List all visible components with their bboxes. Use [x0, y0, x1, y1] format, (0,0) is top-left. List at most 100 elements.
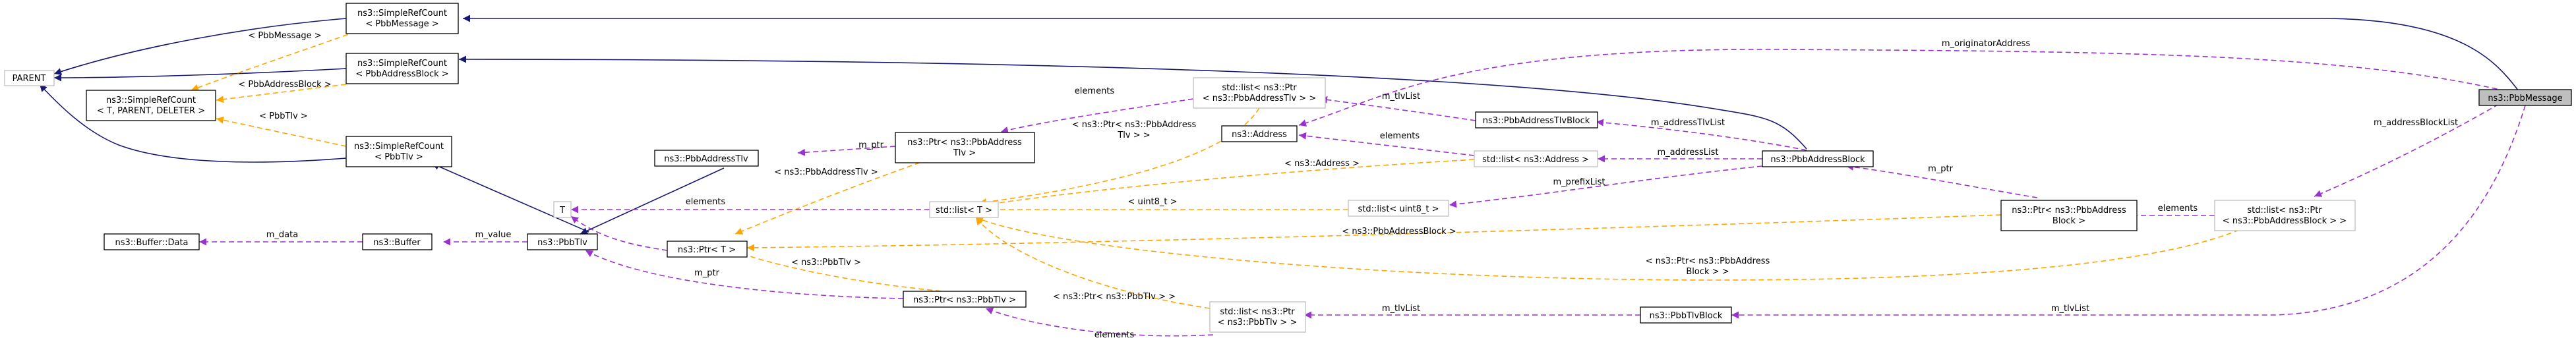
- edge-label-list-ptr-tlv: < ns3::Ptr< ns3::PbbTlv > >: [1053, 292, 1176, 302]
- edge-label-m-ptr-addrtlv: m_ptr: [858, 140, 884, 150]
- text-line: < ns3::PbbAddressBlock > >: [2223, 216, 2347, 226]
- edge-use-m-addressblocklist: [2314, 103, 2500, 197]
- edge-use-m-tlvlist-addr: [1319, 96, 1476, 121]
- node-ptr-pbbtlv[interactable]: ns3::Ptr< ns3::PbbTlv >: [903, 291, 1027, 308]
- text-line: ns3::Ptr< ns3::PbbAddress: [2012, 206, 2126, 215]
- edge-tmpl-pbbaddressblock: [216, 84, 347, 103]
- text-line: ns3::Ptr< T >: [678, 245, 736, 255]
- text-line: m_value: [475, 230, 512, 240]
- text-line: Block >: [2052, 216, 2085, 226]
- text-line: m_prefixList: [1553, 177, 1605, 187]
- edge-label-m-ptr-block: m_ptr: [1928, 164, 1954, 174]
- node-address[interactable]: ns3::Address: [1221, 125, 1298, 142]
- node-pbbmessage[interactable]: ns3::PbbMessage: [2478, 89, 2572, 106]
- text-line: < ns3::Ptr< ns3::PbbTlv > >: [1053, 292, 1176, 302]
- svg-text:std::list< ns3::Ptr< ns3::PbbA: std::list< ns3::Ptr< ns3::PbbAddressTlv …: [1203, 83, 1316, 103]
- text-line: < ns3::PbbAddressBlock >: [1342, 227, 1456, 237]
- edge-label-m-originatoraddress: m_originatorAddress: [1942, 39, 2031, 49]
- svg-text:ns3::SimpleRefCount< PbbMessag: ns3::SimpleRefCount< PbbMessage >: [357, 9, 447, 29]
- edge-label-pbbtlv: < PbbTlv >: [259, 111, 308, 121]
- svg-text:std::list< ns3::Ptr< ns3::PbbT: std::list< ns3::Ptr< ns3::PbbTlv > >: [1218, 307, 1298, 328]
- svg-text:ns3::PbbAddressTlv: ns3::PbbAddressTlv: [664, 154, 748, 164]
- text-line: ns3::SimpleRefCount: [106, 96, 196, 105]
- edge-use-m-originatoraddress: [1298, 49, 2506, 127]
- edge-label-m-value: m_value: [475, 230, 512, 240]
- text-line: ns3::SimpleRefCount: [357, 9, 447, 18]
- text-line: m_tlvList: [2051, 304, 2089, 314]
- text-line: ns3::Address: [1232, 130, 1287, 140]
- node-pbbtlv[interactable]: ns3::PbbTlv: [527, 233, 598, 250]
- text-line: ns3::PbbMessage: [2488, 94, 2562, 103]
- edge-use-list-ptr-addrtlv: [1000, 98, 1194, 134]
- node-parent[interactable]: PARENT: [4, 70, 55, 86]
- text-line: m_ptr: [694, 268, 720, 278]
- edge-src-pbbtlv-to-parent: [39, 84, 347, 163]
- text-line: std::list< ns3::Ptr: [1220, 307, 1295, 317]
- edge-label-elements-tlv: elements: [1094, 330, 1135, 340]
- text-line: < ns3::Address >: [1284, 159, 1360, 169]
- svg-text:ns3::Buffer::Data: ns3::Buffer::Data: [115, 238, 188, 248]
- svg-text:ns3::PbbTlvBlock: ns3::PbbTlvBlock: [1650, 311, 1723, 321]
- text-line: ns3::Ptr< ns3::PbbAddress: [907, 138, 1022, 148]
- edge-label-elements-addrtlv: elements: [1075, 86, 1115, 96]
- node-pbbaddresstlvblock[interactable]: ns3::PbbAddressTlvBlock: [1475, 111, 1598, 129]
- edge-tmpl-ptr-pbbaddressblock: [746, 214, 2002, 252]
- text-line: ns3::PbbAddressBlock: [1770, 155, 1865, 165]
- edge-src-pbbaddressblock-to-parent: [53, 68, 347, 82]
- edge-tmpl-ptr-pbbtlv: [731, 249, 950, 293]
- text-line: < uint8_t >: [1127, 197, 1177, 207]
- edge-label-m-tlvlist-block: m_tlvList: [1382, 304, 1420, 314]
- node-pbbaddresstlv[interactable]: ns3::PbbAddressTlv: [654, 150, 759, 167]
- text-line: T: [559, 206, 565, 215]
- node-list-ptr-pbbtlv[interactable]: std::list< ns3::Ptr< ns3::PbbTlv > >: [1209, 301, 1306, 333]
- text-line: < PbbMessage >: [365, 19, 438, 29]
- edge-pbbmessage-to-simplerefcount: [463, 14, 2519, 92]
- text-line: m_ptr: [858, 140, 884, 150]
- text-line: ns3::SimpleRefCount: [354, 142, 444, 152]
- text-line: Tlv >: [953, 148, 976, 158]
- edge-label-m-data: m_data: [266, 230, 298, 240]
- edge-label-pbbaddressblock: < PbbAddressBlock >: [238, 80, 331, 90]
- node-buffer[interactable]: ns3::Buffer: [362, 233, 433, 250]
- svg-text:std::list< ns3::Address >: std::list< ns3::Address >: [1482, 155, 1589, 165]
- edge-label-elements-block: elements: [2158, 204, 2198, 214]
- edge-tmpl-list-ptr-addrtlv: [978, 92, 1267, 206]
- edge-label-m-tlvlist-msg: m_tlvList: [2051, 304, 2089, 314]
- node-ptr-t[interactable]: ns3::Ptr< T >: [667, 241, 748, 258]
- svg-text:ns3::PbbAddressTlvBlock: ns3::PbbAddressTlvBlock: [1483, 116, 1590, 126]
- text-line: < PbbAddressBlock >: [355, 69, 448, 79]
- node-t[interactable]: T: [553, 201, 572, 218]
- text-line: m_data: [266, 230, 298, 240]
- text-line: ns3::PbbAddressTlvBlock: [1483, 116, 1590, 126]
- node-pbbtlvblock[interactable]: ns3::PbbTlvBlock: [1640, 306, 1732, 324]
- edge-tmpl-list-address: [978, 159, 1475, 208]
- node-pbbaddressblock[interactable]: ns3::PbbAddressBlock: [1762, 150, 1874, 167]
- node-simplerefcount-pbbaddressblock[interactable]: ns3::SimpleRefCount< PbbAddressBlock >: [345, 53, 459, 84]
- text-line: m_tlvList: [1382, 304, 1420, 314]
- node-simplerefcount-pbbtlv[interactable]: ns3::SimpleRefCount< PbbTlv >: [345, 136, 452, 167]
- node-list-ptr-pbbaddresstlv[interactable]: std::list< ns3::Ptr< ns3::PbbAddressTlv …: [1193, 77, 1326, 109]
- edge-tmpl-list-ptr-pbbtlv: [975, 217, 1211, 309]
- text-line: < PbbAddressBlock >: [238, 80, 331, 90]
- node-list-address[interactable]: std::list< ns3::Address >: [1474, 150, 1598, 167]
- text-line: ns3::PbbAddressTlv: [664, 154, 748, 164]
- node-list-uint8[interactable]: std::list< uint8_t >: [1348, 200, 1449, 217]
- text-line: m_addressTlvList: [1651, 118, 1725, 128]
- edge-tmpl-ptr-pbbaddresstlv: [734, 156, 937, 235]
- svg-text:ns3::Buffer: ns3::Buffer: [373, 238, 421, 248]
- node-buffer-data[interactable]: ns3::Buffer::Data: [104, 233, 200, 250]
- text-line: < ns3::PbbAddressTlv >: [774, 167, 878, 177]
- text-line: m_ptr: [1928, 164, 1954, 174]
- node-simplerefcount-pbbmessage[interactable]: ns3::SimpleRefCount< PbbMessage >: [345, 3, 459, 34]
- node-list-t[interactable]: std::list< T >: [929, 201, 999, 218]
- text-line: < ns3::Ptr< ns3::PbbAddress: [1646, 256, 1770, 266]
- text-line: < ns3::Ptr< ns3::PbbAddress: [1072, 120, 1197, 130]
- edge-use-list-address: [1298, 132, 1475, 156]
- node-list-ptr-pbbaddressblock[interactable]: std::list< ns3::Ptr< ns3::PbbAddressBloc…: [2214, 200, 2356, 231]
- text-line: ns3::Buffer: [373, 238, 421, 248]
- node-simplerefcount-template[interactable]: ns3::SimpleRefCount< T, PARENT, DELETER …: [86, 90, 216, 121]
- edge-label-m-addresstlvlist: m_addressTlvList: [1651, 118, 1725, 128]
